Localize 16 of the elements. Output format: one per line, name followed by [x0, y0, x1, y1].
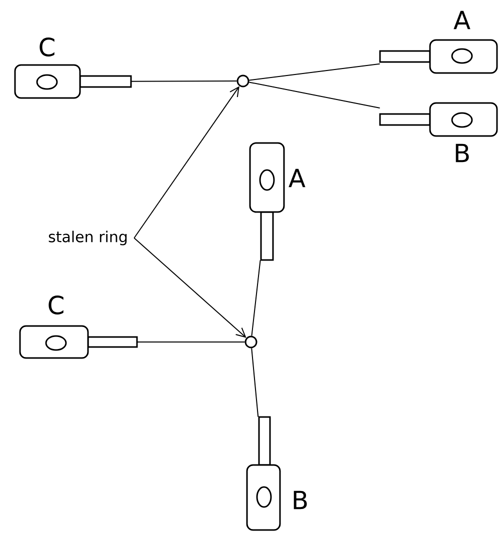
leader-arrow — [134, 238, 246, 338]
callout-text: stalen ring — [48, 230, 127, 246]
leader-arrow — [134, 86, 240, 238]
steel-ring — [236, 74, 250, 88]
wire — [130, 80, 238, 82]
tag-letter: B — [456, 144, 469, 162]
wire — [251, 260, 261, 336]
tag-letter: C — [48, 296, 64, 314]
tag-letter: C — [40, 38, 54, 56]
wire — [251, 348, 259, 418]
wire — [248, 82, 380, 108]
tag-letter: A — [288, 168, 306, 188]
tag-letter: A — [454, 10, 470, 30]
steel-ring — [244, 336, 258, 348]
tag-letter: B — [294, 490, 307, 510]
wire — [248, 63, 380, 81]
